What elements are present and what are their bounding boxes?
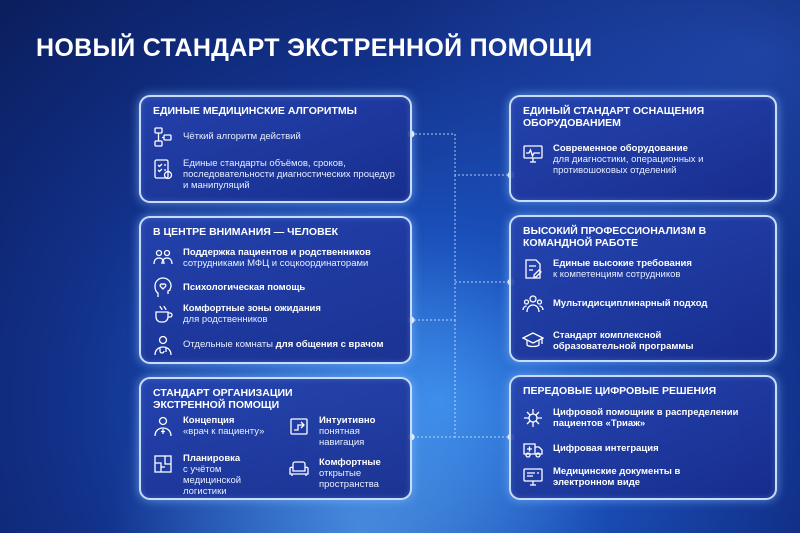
- navigation-map-icon: [288, 415, 310, 437]
- card-medical-algorithms: ЕДИНЫЕ МЕДИЦИНСКИЕ АЛГОРИТМЫ: [139, 95, 412, 203]
- item-text: Мультидисциплинарный подход: [553, 298, 708, 309]
- list-item: Медицинские документы в электронном виде: [522, 466, 772, 488]
- item-text: Отдельные комнаты: [183, 339, 274, 350]
- item-text: Психологическая помощь: [183, 282, 306, 293]
- card-title: ВЫСОКИЙ ПРОФЕССИОНАЛИЗМ В КОМАНДНОЙ РАБО…: [523, 225, 707, 249]
- list-item: Мультидисциплинарный подход: [522, 292, 772, 314]
- item-text: для родственников: [183, 314, 268, 325]
- item-text: Цифровой помощник в распределении пациен…: [553, 407, 739, 429]
- digital-brain-icon: [522, 407, 544, 429]
- item-text-bold: Концепция: [183, 415, 235, 426]
- item-text-bold: Современное оборудование: [553, 143, 688, 154]
- list-item: Цифровой помощник в распределении пациен…: [522, 407, 777, 429]
- floor-plan-icon: [152, 453, 174, 475]
- flowchart-icon: [152, 126, 174, 148]
- ambulance-icon: [522, 438, 544, 460]
- list-item: Единые стандарты объёмов, сроков, послед…: [152, 158, 402, 191]
- list-item: Концепция«врач к пациенту»: [152, 415, 282, 437]
- checklist-icon: [152, 158, 174, 180]
- card-equipment-standard: ЕДИНЫЙ СТАНДАРТ ОСНАЩЕНИЯ ОБОРУДОВАНИЕМ: [509, 95, 777, 202]
- item-text-bold: Поддержка пациентов и родственников: [183, 247, 371, 258]
- item-text: открытые пространства: [319, 468, 379, 490]
- list-item: Цифровая интеграция: [522, 438, 772, 460]
- item-text: Медицинские документы в электронном виде: [553, 466, 681, 488]
- item-text-bold: Планировка: [183, 453, 241, 464]
- head-heart-icon: [152, 277, 174, 299]
- card-professionalism: ВЫСОКИЙ ПРОФЕССИОНАЛИЗМ В КОМАНДНОЙ РАБО…: [509, 215, 777, 362]
- document-pen-icon: [522, 258, 544, 280]
- item-text: Чёткий алгоритм действий: [183, 131, 301, 142]
- item-text: Единые стандарты объёмов, сроков, послед…: [183, 158, 395, 191]
- digital-documents-icon: [522, 466, 544, 488]
- card-organization-standard: СТАНДАРТ ОРГАНИЗАЦИИ ЭКСТРЕННОЙ ПОМОЩИ: [139, 377, 412, 500]
- card-title: ЕДИНЫЕ МЕДИЦИНСКИЕ АЛГОРИТМЫ: [153, 105, 357, 117]
- card-title: ПЕРЕДОВЫЕ ЦИФРОВЫЕ РЕШЕНИЯ: [523, 385, 717, 397]
- item-text: понятная навигация: [319, 426, 365, 448]
- doctor-badge-icon: [152, 415, 174, 437]
- item-text: для диагностики, операционных и противош…: [553, 154, 704, 176]
- sofa-icon: [288, 457, 310, 479]
- item-text: к компетенциям сотрудников: [553, 269, 681, 280]
- medical-monitor-icon: [522, 143, 544, 165]
- doctor-icon: [152, 334, 174, 356]
- list-item: Психологическая помощь: [152, 277, 402, 299]
- item-text: Цифровая интеграция: [553, 443, 659, 454]
- page-title: НОВЫЙ СТАНДАРТ ЭКСТРЕННОЙ ПОМОЩИ: [36, 34, 593, 62]
- item-text: Стандарт комплексной образовательной про…: [553, 330, 694, 352]
- item-text: с учётом медицинской логистики: [183, 464, 242, 497]
- item-text-bold: Комфортные зоны ожидания: [183, 303, 321, 314]
- list-item: Отдельные комнаты для общения с врачом: [152, 334, 410, 356]
- graduation-cap-icon: [522, 330, 544, 352]
- item-text: сотрудниками МФЦ и соцкоординаторами: [183, 258, 369, 269]
- team-icon: [522, 292, 544, 314]
- item-text-bold: Интуитивно: [319, 415, 376, 426]
- card-title: В ЦЕНТРЕ ВНИМАНИЯ — ЧЕЛОВЕК: [153, 226, 339, 238]
- card-human-focus: В ЦЕНТРЕ ВНИМАНИЯ — ЧЕЛОВЕК: [139, 216, 412, 364]
- list-item: Стандарт комплексной образовательной про…: [522, 330, 772, 352]
- item-text-bold: Единые высокие требования: [553, 258, 692, 269]
- card-title: СТАНДАРТ ОРГАНИЗАЦИИ ЭКСТРЕННОЙ ПОМОЩИ: [153, 387, 293, 411]
- card-digital-solutions: ПЕРЕДОВЫЕ ЦИФРОВЫЕ РЕШЕНИЯ: [509, 375, 777, 500]
- list-item: Чёткий алгоритм действий: [152, 126, 402, 148]
- coffee-cup-icon: [152, 303, 174, 325]
- item-text-bold: Комфортные: [319, 457, 381, 468]
- card-title: ЕДИНЫЙ СТАНДАРТ ОСНАЩЕНИЯ ОБОРУДОВАНИЕМ: [523, 105, 705, 129]
- item-text-bold: для общения с врачом: [275, 339, 384, 350]
- item-text: «врач к пациенту»: [183, 426, 265, 437]
- family-icon: [152, 247, 174, 269]
